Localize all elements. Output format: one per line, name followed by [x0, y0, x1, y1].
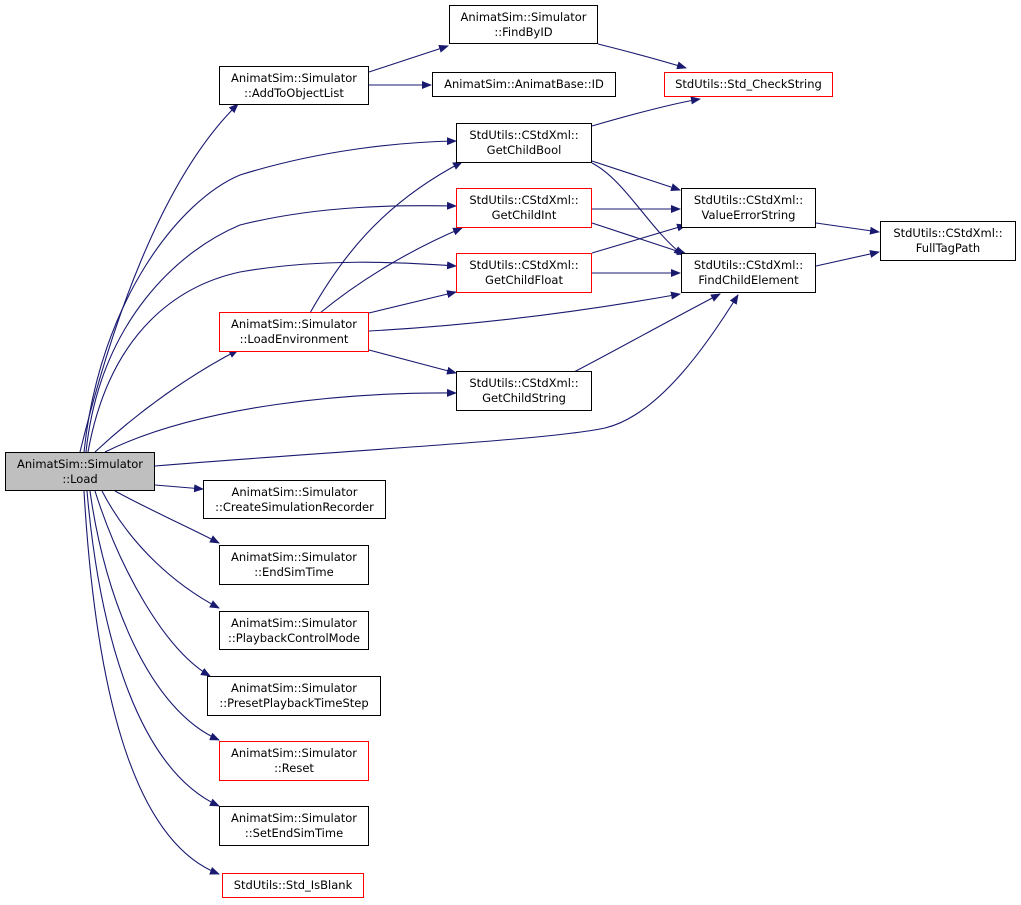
node-simulator-endsimtime[interactable]: AnimatSim::Simulator ::EndSimTime	[219, 545, 369, 585]
node-std-checkstring[interactable]: StdUtils::Std_CheckString	[664, 72, 833, 97]
edge-load-getchildint	[85, 201, 457, 453]
node-label-line: AnimatSim::Simulator	[230, 550, 358, 564]
edge-load-setendsimtime	[86, 490, 220, 807]
edge-load-presetplaybacktimestep	[94, 490, 211, 677]
node-simulator-setendsimtime[interactable]: AnimatSim::Simulator ::SetEndSimTime	[219, 806, 369, 846]
edge-load-createsimulationrecorder	[154, 484, 204, 493]
node-label-line: ::SetEndSimTime	[244, 826, 344, 840]
node-label-line: StdUtils::CStdXml::	[469, 193, 579, 207]
node-label-line: StdUtils::CStdXml::	[469, 258, 579, 272]
node-label-line: AnimatSim::Simulator	[230, 811, 358, 825]
edge-load-addtoobjectlist	[79, 103, 239, 453]
edge-loadenvironment-getchildfloat	[368, 290, 457, 314]
node-cstdxml-getchildint[interactable]: StdUtils::CStdXml:: GetChildInt	[456, 188, 592, 228]
node-label-line: StdUtils::CStdXml::	[469, 376, 579, 390]
edge-loadenvironment-getchildint	[319, 227, 463, 314]
edge-getchildbool-stdcheckstring	[591, 96, 701, 127]
node-simulator-playbackcontrolmode[interactable]: AnimatSim::Simulator ::PlaybackControlMo…	[219, 611, 369, 650]
node-label-line: ::PlaybackControlMode	[228, 630, 360, 645]
edge-loadenvironment-findchildelement	[368, 291, 681, 332]
edge-load-reset	[89, 490, 220, 741]
edge-load-loadenvironment	[94, 349, 239, 453]
node-std-isblank[interactable]: StdUtils::Std_IsBlank	[222, 873, 364, 898]
node-cstdxml-getchildfloat[interactable]: StdUtils::CStdXml:: GetChildFloat	[456, 253, 592, 293]
node-label-line: StdUtils::Std_IsBlank	[233, 878, 353, 892]
edge-getchildfloat-valueerrorstring	[591, 223, 687, 254]
node-simulator-reset[interactable]: AnimatSim::Simulator ::Reset	[219, 741, 369, 781]
node-label-line: GetChildFloat	[485, 273, 563, 287]
node-label-line: GetChildString	[482, 391, 566, 405]
node-label-line: ::AddToObjectList	[244, 85, 344, 100]
node-label-line: ::FindByID	[494, 24, 553, 39]
edge-getchildbool-valueerrorstring	[591, 160, 681, 191]
edge-valueerrorstring-fulltagpath	[815, 222, 880, 235]
node-label-line: AnimatSim::AnimatBase::ID	[444, 77, 604, 91]
edge-loadenvironment-getchildbool	[309, 161, 463, 314]
node-label-line: AnimatSim::Simulator	[460, 9, 587, 24]
node-simulator-presetplaybacktimestep[interactable]: AnimatSim::Simulator ::PresetPlaybackTim…	[207, 676, 381, 716]
node-animatbase-id[interactable]: AnimatSim::AnimatBase::ID	[432, 72, 616, 97]
node-label-line: StdUtils::CStdXml::	[893, 226, 1003, 240]
node-label-line: StdUtils::Std_CheckString	[675, 77, 822, 91]
node-label-line: ::Reset	[274, 761, 314, 775]
node-cstdxml-fulltagpath[interactable]: StdUtils::CStdXml:: FullTagPath	[880, 221, 1016, 261]
node-label-line: StdUtils::CStdXml::	[693, 258, 804, 272]
node-label-line: ValueErrorString	[701, 208, 796, 222]
node-label-line: ::LoadEnvironment	[239, 332, 349, 346]
node-label-line: AnimatSim::Simulator	[231, 484, 358, 499]
node-label-line: ::PresetPlaybackTimeStep	[219, 696, 369, 710]
node-label-line: GetChildBool	[486, 143, 562, 157]
edge-load-findchildelement	[154, 294, 739, 467]
node-cstdxml-getchildstring[interactable]: StdUtils::CStdXml:: GetChildString	[456, 371, 592, 411]
node-label-line: AnimatSim::Simulator	[16, 456, 144, 471]
edge-load-getchildbool	[83, 137, 457, 453]
node-label-line: StdUtils::CStdXml::	[693, 193, 804, 207]
node-label-line: FindChildElement	[698, 273, 799, 287]
edge-getchildbool-findchildelement	[591, 162, 684, 256]
node-label-line: ::Load	[62, 471, 98, 486]
node-simulator-load: AnimatSim::Simulator ::Load	[5, 452, 155, 491]
edge-loadenvironment-getchildstring	[368, 349, 457, 375]
edge-load-getchildstring	[104, 388, 457, 453]
edge-getchildstring-findchildelement	[573, 293, 721, 373]
node-label-line: GetChildInt	[491, 208, 557, 222]
node-simulator-createsimulationrecorder[interactable]: AnimatSim::Simulator ::CreateSimulationR…	[203, 480, 386, 519]
node-simulator-addtoobjectlist[interactable]: AnimatSim::Simulator ::AddToObjectList	[219, 66, 369, 105]
node-label-line: ::CreateSimulationRecorder	[215, 499, 374, 514]
edge-load-stdisblank	[83, 490, 220, 875]
edge-load-playbackcontrolmode	[101, 490, 220, 609]
node-label-line: AnimatSim::Simulator	[230, 70, 358, 85]
node-cstdxml-valueerrorstring[interactable]: StdUtils::CStdXml:: ValueErrorString	[681, 188, 816, 228]
edge-findchildelement-fulltagpath	[815, 250, 880, 267]
edge-load-endsimtime	[114, 490, 220, 544]
node-label-line: FullTagPath	[915, 241, 981, 255]
node-label-line: StdUtils::CStdXml::	[469, 128, 579, 142]
node-label-line: AnimatSim::Simulator	[230, 615, 358, 630]
node-label-line: AnimatSim::Simulator	[230, 681, 358, 695]
node-simulator-findbyid[interactable]: AnimatSim::Simulator ::FindByID	[449, 5, 598, 44]
node-label-line: ::EndSimTime	[254, 565, 334, 579]
node-label-line: AnimatSim::Simulator	[230, 317, 358, 331]
node-label-line: AnimatSim::Simulator	[230, 746, 358, 760]
node-cstdxml-findchildelement[interactable]: StdUtils::CStdXml:: FindChildElement	[681, 253, 816, 293]
node-simulator-loadenvironment[interactable]: AnimatSim::Simulator ::LoadEnvironment	[219, 312, 369, 352]
node-cstdxml-getchildbool[interactable]: StdUtils::CStdXml:: GetChildBool	[456, 123, 592, 163]
edge-addtoobjectlist-findbyid	[368, 45, 449, 73]
edge-findbyid-stdcheckstring	[597, 43, 687, 70]
